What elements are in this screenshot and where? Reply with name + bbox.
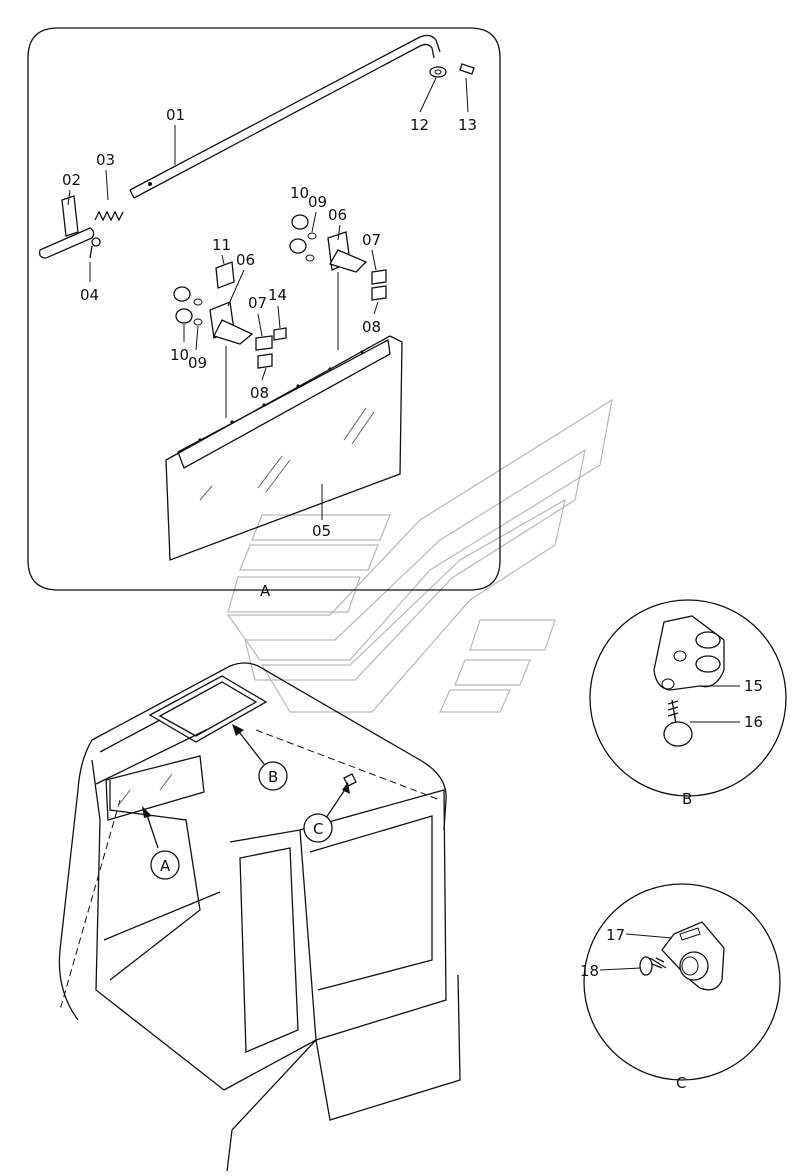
bracket-left-part — [173, 261, 287, 369]
detail-c-frame — [583, 883, 781, 1081]
clip-bracket-part — [661, 921, 725, 991]
callout-05: 05 — [312, 522, 331, 540]
callout-17: 17 — [606, 926, 625, 944]
callout-11: 11 — [212, 236, 231, 254]
glass-panel-part — [165, 335, 403, 561]
callout-12: 12 — [410, 116, 429, 134]
callout-01: 01 — [166, 106, 185, 124]
hinge-bracket-part — [653, 615, 725, 691]
detail-b-label: B — [682, 790, 692, 808]
callout-18: 18 — [580, 962, 599, 980]
callout-06-lower: 06 — [236, 251, 255, 269]
callout-10-lower: 10 — [170, 346, 189, 364]
watermark-logo — [226, 398, 613, 713]
pin-part — [459, 63, 475, 75]
spring-part — [94, 210, 124, 222]
callout-07-upper: 07 — [362, 231, 381, 249]
view-bubble-a: A — [142, 806, 180, 880]
callout-14: 14 — [268, 286, 287, 304]
cab-assembly — [58, 662, 461, 1176]
callout-04: 04 — [80, 286, 99, 304]
bolt-part — [639, 956, 667, 976]
callout-10-upper: 10 — [290, 184, 309, 202]
callout-06-upper: 06 — [328, 206, 347, 224]
detail-c-label: C — [676, 1074, 686, 1092]
rod-part — [129, 34, 441, 199]
callout-08-upper: 08 — [362, 318, 381, 336]
detail-b-frame — [589, 599, 787, 797]
svg-text:A: A — [160, 857, 171, 875]
callout-13: 13 — [458, 116, 477, 134]
svg-text:B: B — [268, 768, 278, 786]
view-bubble-c: C — [303, 782, 350, 843]
washer-part — [429, 66, 447, 78]
callout-09-lower: 09 — [188, 354, 207, 372]
svg-text:C: C — [313, 820, 323, 838]
detail-a-label: A — [260, 582, 271, 600]
view-bubble-b: B — [232, 724, 288, 791]
callout-03: 03 — [96, 151, 115, 169]
callout-09-upper: 09 — [308, 193, 327, 211]
callout-16: 16 — [744, 713, 763, 731]
screw-part — [663, 699, 693, 747]
callout-15: 15 — [744, 677, 763, 695]
handle-part — [38, 195, 95, 259]
small-pin-part — [89, 237, 101, 259]
callout-08-lower: 08 — [250, 384, 269, 402]
detail-a-frame — [27, 27, 501, 591]
bracket-right-part — [289, 214, 387, 301]
callout-07-lower: 07 — [248, 294, 267, 312]
callout-02: 02 — [62, 171, 81, 189]
